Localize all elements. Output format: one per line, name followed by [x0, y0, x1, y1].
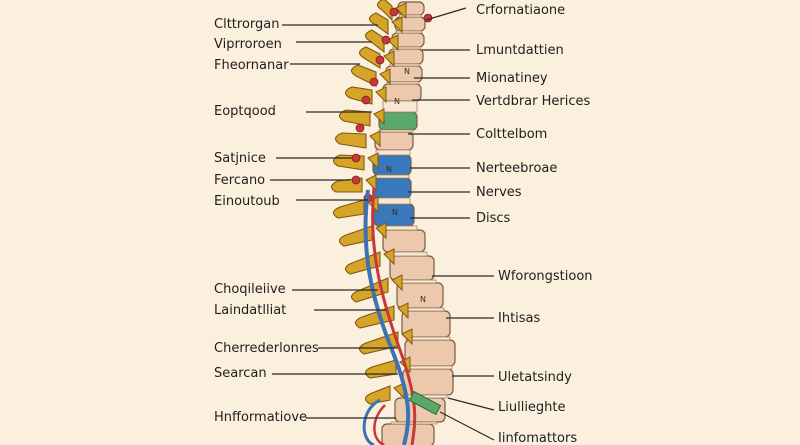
vertebra-body: [372, 177, 412, 199]
intervertebral-disc: [395, 30, 423, 34]
transverse-process: [387, 34, 399, 52]
transverse-process: [367, 152, 379, 170]
vertebra-mark: N: [394, 97, 400, 106]
transverse-process: [397, 302, 409, 320]
left-label-12: Hnfformatiove: [214, 410, 308, 425]
left-label-8: Choqileiive: [214, 282, 286, 297]
transverse-process: [391, 16, 403, 34]
intervertebral-disc: [399, 14, 422, 18]
right-label-13: Iinfomattors: [498, 431, 578, 445]
joint-marker: [351, 175, 361, 185]
spinous-process: [358, 46, 381, 69]
transverse-process: [401, 328, 413, 346]
spinous-process: [364, 359, 397, 379]
transverse-process: [383, 50, 395, 68]
intervertebral-disc: [388, 251, 428, 257]
vertebra-mark: N: [392, 208, 398, 217]
spinous-process: [354, 305, 395, 329]
right-label-12: Liullieghte: [498, 400, 566, 415]
spinous-process: [334, 132, 367, 149]
left-label-1: Clttrorgan: [214, 17, 280, 32]
left-label-4: Eoptqood: [214, 104, 276, 119]
right-label-2: Lmuntdattien: [476, 43, 564, 58]
vertebra-body: [372, 154, 412, 176]
intervertebral-disc: [405, 336, 451, 341]
vertebra-body: [382, 83, 422, 102]
joint-marker: [355, 123, 365, 133]
right-label-7: Nerves: [476, 185, 522, 200]
leader-line-right: [447, 397, 495, 411]
vertebra-mark: N: [420, 295, 426, 304]
left-label-2: Viprroroen: [214, 37, 282, 52]
intervertebral-disc: [392, 46, 422, 50]
right-label-3: Mionatiney: [476, 71, 548, 86]
joint-marker: [389, 7, 399, 17]
transverse-process: [373, 108, 385, 126]
leader-line-right: [425, 7, 467, 21]
intervertebral-disc: [374, 174, 410, 179]
left-label-6: Fercano: [214, 173, 266, 188]
vertebra-body: [382, 229, 426, 253]
spinous-process: [364, 29, 385, 54]
vertebra-mark: N: [386, 165, 392, 174]
intervertebral-disc: [375, 149, 411, 156]
spinous-process: [344, 251, 381, 275]
intervertebral-disc: [405, 365, 453, 370]
vertebra-body: [389, 255, 435, 281]
right-label-5: Colttelbom: [476, 127, 548, 142]
right-label-1: Crfornatiaone: [476, 3, 566, 18]
right-label-8: Discs: [476, 211, 511, 226]
spinous-process: [368, 12, 389, 36]
vertebra-body: [374, 131, 414, 151]
transverse-process: [391, 274, 403, 292]
joint-marker: [369, 77, 379, 87]
transverse-process: [383, 248, 395, 266]
left-label-11: Searcan: [214, 366, 267, 381]
left-label-9: Laindatlliat: [214, 303, 287, 318]
right-label-11: Uletatsindy: [498, 370, 572, 385]
left-label-10: Cherrederlonres: [214, 341, 319, 356]
transverse-process: [365, 174, 377, 192]
vertebra-mark: N: [404, 67, 410, 76]
left-label-3: Fheornanar: [214, 58, 289, 73]
intervertebral-disc: [389, 63, 421, 67]
intervertebral-disc: [386, 81, 420, 85]
transverse-process: [395, 2, 407, 20]
right-label-6: Nerteebroae: [476, 161, 558, 176]
joint-marker: [375, 55, 385, 65]
right-label-4: Vertdbrar Herices: [476, 94, 591, 109]
nerve-branch: [362, 398, 381, 445]
joint-marker: [351, 153, 361, 163]
spinous-process: [376, 0, 393, 22]
right-label-10: Ihtisas: [498, 311, 541, 326]
transverse-process: [379, 68, 391, 86]
leader-line-right: [439, 411, 495, 441]
intervertebral-disc: [378, 129, 414, 133]
nerve-cord-red: [371, 187, 417, 445]
spinous-process: [332, 199, 365, 219]
vertebra-marks: N N N N N: [386, 67, 426, 304]
spinous-process: [338, 109, 371, 127]
spinous-process: [364, 385, 391, 405]
joint-marker: [381, 35, 391, 45]
transverse-process: [375, 222, 387, 240]
nerve-cord-blue: [363, 189, 411, 445]
intervertebral-disc: [375, 197, 411, 205]
transverse-process: [369, 130, 381, 148]
intervertebral-disc: [382, 100, 418, 113]
transverse-process: [375, 86, 387, 104]
right-label-9: Wforongstioon: [498, 269, 593, 284]
nerve-cords: [362, 187, 442, 445]
leader-lines: [270, 7, 495, 441]
highlight-disc: [408, 390, 442, 416]
nerve-branch: [373, 404, 386, 445]
left-label-7: Einoutoub: [214, 194, 280, 209]
joint-marker: [361, 95, 371, 105]
left-label-5: Satjnice: [214, 151, 266, 166]
vertebra-body: [378, 111, 418, 131]
